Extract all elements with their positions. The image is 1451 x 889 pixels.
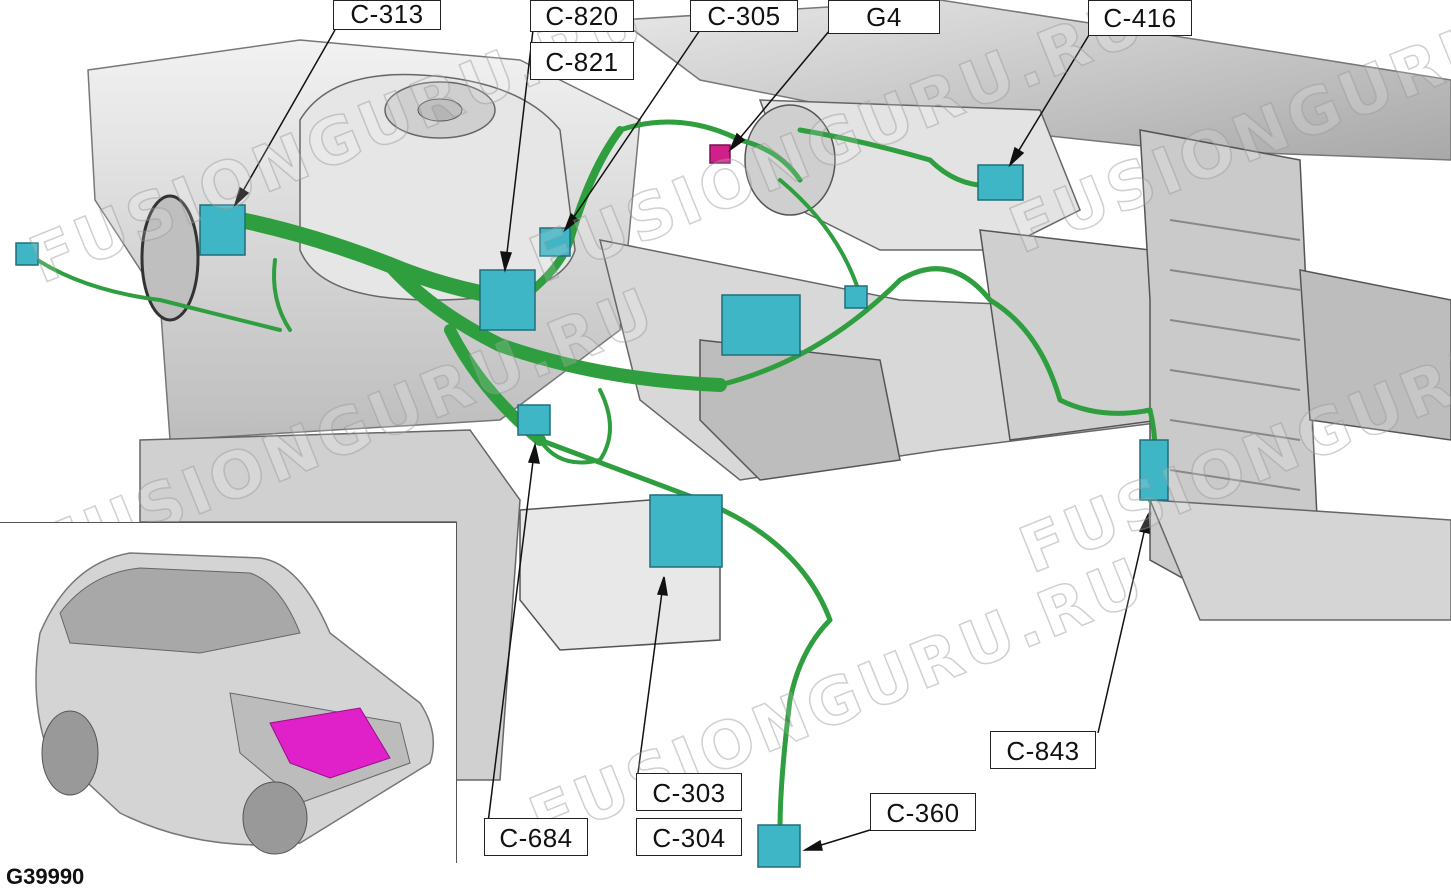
- callout-g4: G4: [828, 0, 940, 34]
- connector-ecu: [721, 294, 801, 356]
- connectors: [15, 144, 1169, 868]
- vehicle-windows: [59, 567, 301, 654]
- vehicle-locator-inset: [0, 522, 457, 863]
- air-box-inlet: [744, 104, 836, 216]
- callout-c416: C-416: [1088, 0, 1192, 36]
- ground-g4: [709, 144, 731, 164]
- lower-crossmember: [1148, 499, 1451, 621]
- headlamp-back: [140, 194, 200, 322]
- connector-c305: [539, 227, 571, 257]
- connector-c820: [479, 269, 536, 331]
- connector-c416: [977, 164, 1024, 201]
- strut-bolt: [417, 98, 463, 122]
- strut-tower: [299, 73, 576, 301]
- callout-c360: C-360: [870, 793, 976, 831]
- mount-plate: [979, 229, 1161, 441]
- callout-c313: C-313: [333, 0, 441, 30]
- vehicle-locator-illustration: [35, 552, 435, 855]
- connector-left: [15, 242, 39, 266]
- callout-c303: C-303: [636, 773, 742, 811]
- callout-c820: C-820: [530, 0, 634, 32]
- callout-c305: C-305: [690, 0, 798, 32]
- upper-rail: [617, 0, 1451, 161]
- wheel-rear: [41, 710, 99, 796]
- callout-c843: C-843: [990, 731, 1096, 769]
- connector-c843: [1139, 439, 1169, 501]
- connector-mid: [844, 285, 868, 309]
- callout-c821: C-821: [530, 42, 634, 80]
- highlight-region: [269, 707, 391, 779]
- connector-c313: [199, 204, 246, 256]
- connector-c360: [757, 824, 801, 868]
- figure-code: G39990: [6, 864, 85, 889]
- bumper-beam: [1299, 269, 1451, 441]
- callout-c304: C-304: [636, 818, 742, 856]
- wheel-front: [242, 781, 308, 855]
- connector-c303: [649, 494, 723, 568]
- leader-lines: [233, 29, 1150, 851]
- connector-c684: [517, 404, 551, 436]
- wiring-harness: [28, 119, 1158, 833]
- callout-c684: C-684: [484, 818, 588, 856]
